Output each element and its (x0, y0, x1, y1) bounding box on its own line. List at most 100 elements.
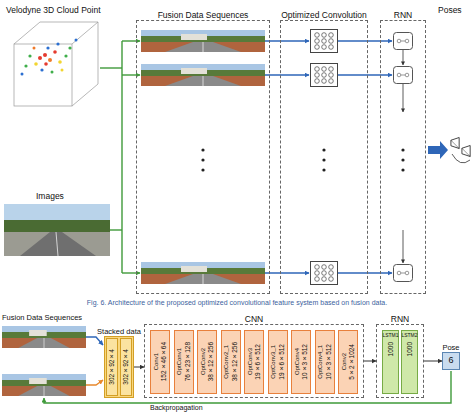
cloud-point (61, 69, 64, 72)
pose-frustum (462, 146, 470, 157)
layer-box: OptConv238×12×256 (197, 330, 217, 394)
layer-size: 5×2×1024 (348, 344, 355, 380)
layer-box: OptConv176×23×128 (174, 330, 194, 394)
layer-box: Conv25×2×1024 (338, 330, 358, 394)
lstm-box: LSTM21000 (401, 330, 418, 394)
layer-box: OptConv410×3×512 (291, 330, 311, 394)
cloud-point (56, 42, 59, 45)
input-arrow (86, 337, 103, 345)
layer-name: OptConv2_1 (223, 345, 230, 379)
cloud-point (53, 50, 57, 54)
image-road (20, 232, 96, 256)
group-box: Optimized Convolution (280, 20, 368, 294)
layer-size: 38×12×256 (207, 342, 214, 381)
free-label: Velodyne 3D Cloud Point (6, 6, 101, 15)
ellipsis-dot (401, 168, 404, 171)
cloud-frame (14, 22, 98, 44)
cloud-point (64, 54, 67, 57)
input-arrow (122, 74, 140, 75)
flow-arrow (364, 361, 376, 362)
layer-box: OptConv2_138×12×256 (221, 330, 241, 394)
flow-arrow (424, 361, 442, 362)
layer-name: OptConv4 (294, 348, 301, 375)
flow-arrow (134, 367, 144, 368)
flow-line (338, 40, 392, 41)
layer-name: Conv2 (341, 353, 348, 370)
layer-name: Conv1 (153, 353, 160, 370)
conv-unit (311, 64, 338, 87)
ellipsis-dot (322, 148, 325, 151)
layer-name: LSTM2 (401, 333, 417, 339)
cloud-point (40, 68, 43, 71)
tensor-size: 302×92×4 (108, 349, 115, 385)
output-arrow (428, 141, 448, 159)
pose-box: Pose6 (442, 352, 460, 370)
conv-unit (311, 262, 338, 285)
channel-box: 302×92×4 (120, 338, 132, 396)
group-heading: Optimized Convolution (281, 11, 367, 20)
layer-size: 76×23×128 (184, 342, 191, 381)
ellipsis-dot (201, 148, 204, 151)
cloud-point (33, 47, 36, 50)
rnn-link (403, 50, 404, 65)
layer-box: OptConv319×6×512 (244, 330, 264, 394)
cloud-point (68, 46, 71, 49)
figure-caption: Fig. 6. Architecture of the proposed opt… (0, 299, 474, 307)
ellipsis-dot (322, 168, 325, 171)
input-arrow (122, 272, 140, 273)
free-label: Images (36, 192, 64, 201)
free-label: Poses (438, 6, 462, 15)
layer-box: OptConv3_119×6×512 (268, 330, 288, 394)
cloud-point (28, 54, 31, 57)
flow-line (338, 272, 392, 273)
camera-image (4, 204, 110, 256)
tensor-size: 302×92×4 (122, 349, 129, 385)
input-line (121, 41, 122, 273)
layer-size: 38×12×256 (231, 342, 238, 381)
group-heading: Fusion Data Sequences (158, 11, 249, 20)
layer-name: OptConv3_1 (270, 345, 277, 379)
layer-size: 152×46×64 (160, 342, 167, 381)
group-box: RNN (380, 20, 426, 294)
ellipsis-dot (201, 158, 204, 161)
layer-name: OptConv1 (176, 348, 183, 375)
layer-size: 1000 (387, 342, 394, 356)
rnn-cell (394, 67, 413, 84)
pose-heading: Pose (442, 344, 459, 352)
conv-unit (311, 30, 338, 53)
fusion-image (141, 30, 265, 52)
input-line (100, 67, 122, 68)
input-arrow (122, 40, 140, 41)
layer-name: OptConv2 (200, 348, 207, 375)
point-cloud (14, 22, 98, 106)
layer-box: OptConv4_110×3×512 (315, 330, 335, 394)
cloud-point (44, 62, 48, 66)
flow-line (265, 74, 309, 75)
cloud-frame (72, 22, 98, 106)
ellipsis-dot (322, 158, 325, 161)
group-heading: RNN (394, 11, 412, 20)
cloud-point (75, 39, 78, 42)
rnn-link (403, 84, 404, 112)
free-label: Fusion Data Sequences (2, 314, 82, 322)
channel-box: 302×92×4 (106, 338, 118, 396)
pose-value: 6 (448, 356, 453, 366)
cloud-point (43, 53, 47, 57)
input-arrow (86, 380, 103, 385)
fusion-image (2, 374, 86, 396)
flow-line (338, 74, 392, 75)
fusion-image (141, 64, 265, 86)
image-road-mark (56, 232, 58, 256)
layer-name: OptConv3 (247, 348, 254, 375)
ellipsis-dot (401, 158, 404, 161)
group-heading: Stacked data (97, 328, 141, 336)
cloud-point (48, 58, 52, 62)
layer-size: 19×6×512 (254, 344, 261, 380)
stacked-data-box: Stacked data302×92×4302×92×4 (104, 336, 134, 398)
flow-line (265, 40, 309, 41)
ellipsis-dot (401, 148, 404, 151)
image-ground (4, 232, 110, 256)
network-box: RNNLSTM11000LSTM21000 (376, 324, 424, 398)
flow-line (265, 272, 309, 273)
pose-frustum (451, 138, 459, 149)
